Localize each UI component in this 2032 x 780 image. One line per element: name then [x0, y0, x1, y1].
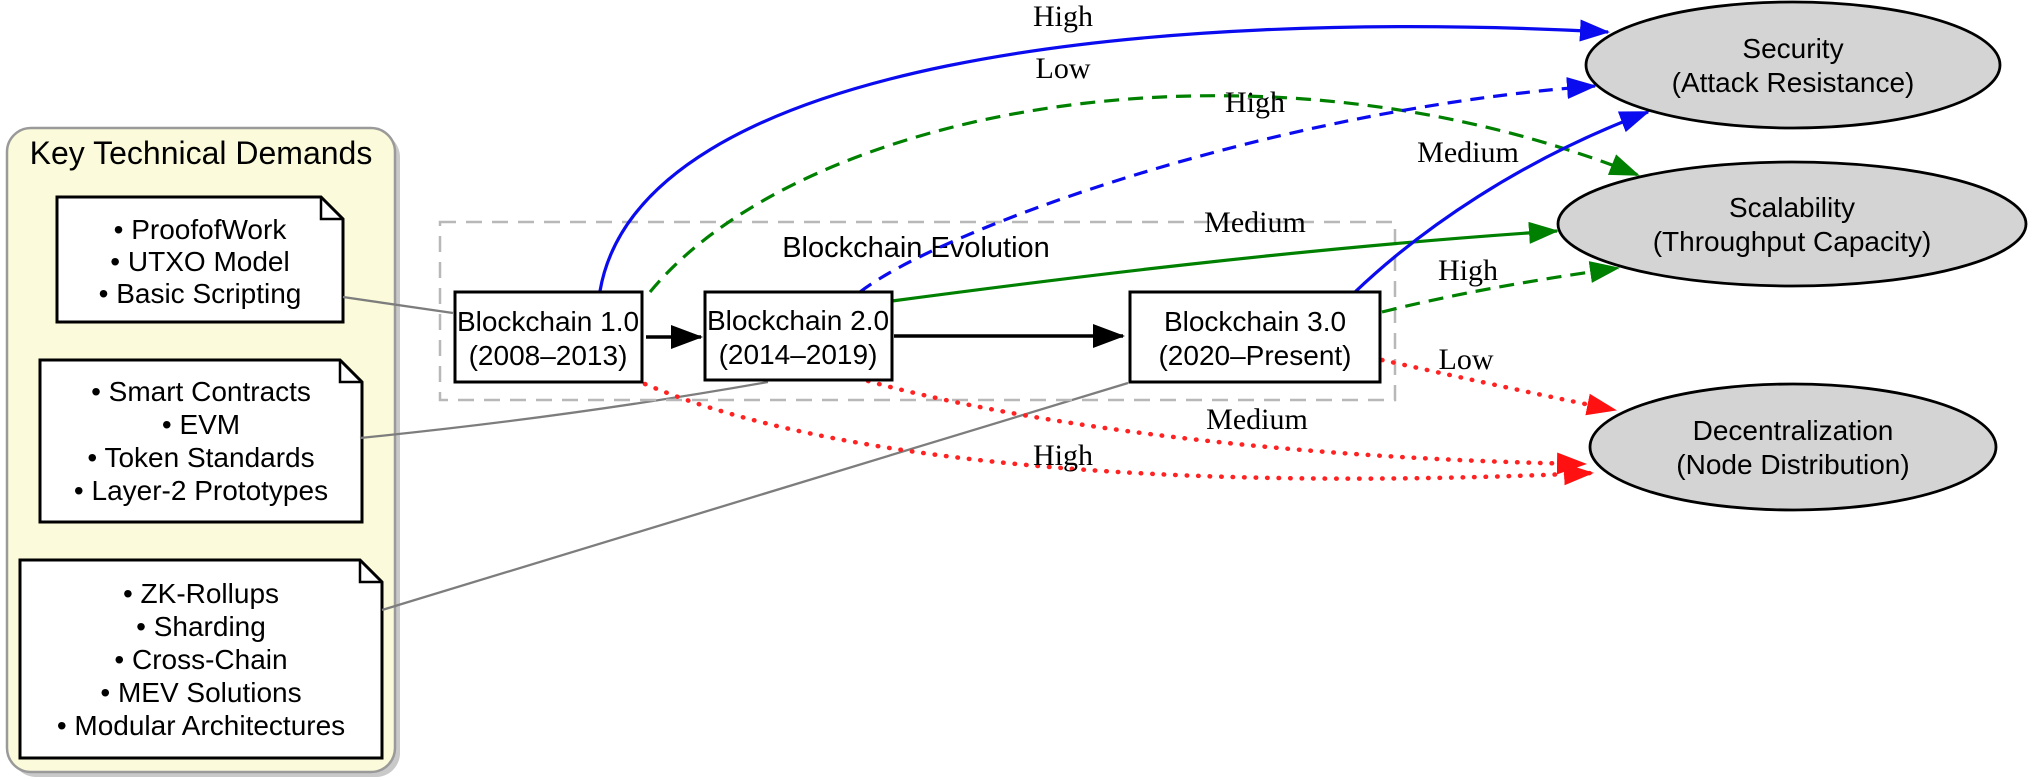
note-box-demands-1: • ProofofWork • UTXO Model • Basic Scrip… [55, 195, 345, 324]
stage-box [453, 290, 644, 384]
edge-stage2-scalability [891, 221, 1559, 303]
note-item: • Basic Scripting [99, 278, 302, 309]
edge-stage3-security [1353, 110, 1650, 294]
panel-title: Key Technical Demands [30, 135, 373, 171]
property-sub: (Node Distribution) [1676, 449, 1909, 480]
edge-label-s2-decentralization: Medium [1206, 403, 1308, 436]
note-item: • UTXO Model [110, 246, 289, 277]
note-item: • Smart Contracts [91, 376, 311, 407]
connector-note3-stage3 [381, 381, 1129, 612]
property-sub: (Throughput Capacity) [1653, 226, 1932, 257]
edge-label-s2-security: High [1225, 86, 1285, 119]
edge-stage2-decentralization [865, 378, 1588, 475]
note-item: • EVM [162, 409, 240, 440]
edge-stage2-security [859, 77, 1597, 294]
stage-name: Blockchain 3.0 [1164, 306, 1346, 337]
stage-box [703, 290, 894, 382]
property-name: Security [1742, 33, 1843, 64]
note-fold-icon [338, 360, 362, 384]
note-outline [55, 195, 345, 324]
note-item: • ZK-Rollups [123, 578, 279, 609]
edge-label-s1-decentralization: High [1033, 439, 1093, 472]
stage-blockchain-3: Blockchain 3.0 (2020–Present) [1128, 290, 1382, 384]
edge-label-s3-scalability: High [1438, 254, 1498, 287]
property-name: Decentralization [1693, 415, 1894, 446]
property-ellipse [1588, 382, 1998, 512]
note-item: • Token Standards [87, 442, 314, 473]
edge-stage1-security [598, 19, 1610, 292]
stage-blockchain-1: Blockchain 1.0 (2008–2013) [453, 290, 644, 384]
note-fold-icon [319, 197, 343, 221]
edge-label-s1-security: High [1033, 0, 1093, 33]
stage-name: Blockchain 2.0 [707, 305, 889, 336]
note-outline [18, 558, 384, 760]
stage-years: (2008–2013) [469, 340, 628, 371]
edge-stage3-scalability [1381, 261, 1620, 314]
property-sub: (Attack Resistance) [1672, 67, 1915, 98]
note-outline [38, 358, 364, 524]
property-security: Security (Attack Resistance) [1584, 0, 2002, 130]
stage-years: (2014–2019) [719, 339, 878, 370]
edge-label-s1-scalability: Low [1036, 52, 1091, 85]
property-name: Scalability [1729, 192, 1855, 223]
connector-note1-stage1 [342, 295, 454, 315]
edge-stage1-decentralization [642, 381, 1595, 486]
stage-box [1128, 290, 1382, 384]
edge-stage1-scalability [648, 94, 1640, 294]
note-item: • Cross-Chain [114, 644, 287, 675]
note-item: • Sharding [136, 611, 266, 642]
note-item: • Modular Architectures [57, 710, 345, 741]
stage-years: (2020–Present) [1158, 340, 1351, 371]
key-demands-panel: Key Technical Demands • ProofofWork • UT… [5, 126, 400, 777]
edge-label-s3-security: Medium [1417, 136, 1519, 169]
evolution-container [438, 220, 1397, 402]
note-item: • MEV Solutions [100, 677, 301, 708]
note-box-demands-2: • Smart Contracts • EVM • Token Standard… [38, 358, 364, 524]
evolution-label: Blockchain Evolution [782, 232, 1050, 264]
stage-blockchain-2: Blockchain 2.0 (2014–2019) [703, 290, 894, 382]
property-ellipse [1584, 0, 2002, 130]
note-fold-icon [358, 560, 382, 584]
property-decentralization: Decentralization (Node Distribution) [1588, 382, 1998, 512]
note-item: • Layer-2 Prototypes [74, 475, 328, 506]
note-box-demands-3: • ZK-Rollups • Sharding • Cross-Chain • … [18, 558, 384, 760]
connector-note2-stage2 [359, 380, 769, 440]
edge-label-s3-decentralization: Low [1439, 343, 1494, 376]
edge-label-s2-scalability: Medium [1204, 206, 1306, 239]
property-scalability: Scalability (Throughput Capacity) [1556, 160, 2028, 288]
edge-stage3-decentralization [1379, 357, 1618, 416]
note-item: • ProofofWork [114, 214, 288, 245]
property-ellipse [1556, 160, 2028, 288]
stage-name: Blockchain 1.0 [457, 306, 639, 337]
